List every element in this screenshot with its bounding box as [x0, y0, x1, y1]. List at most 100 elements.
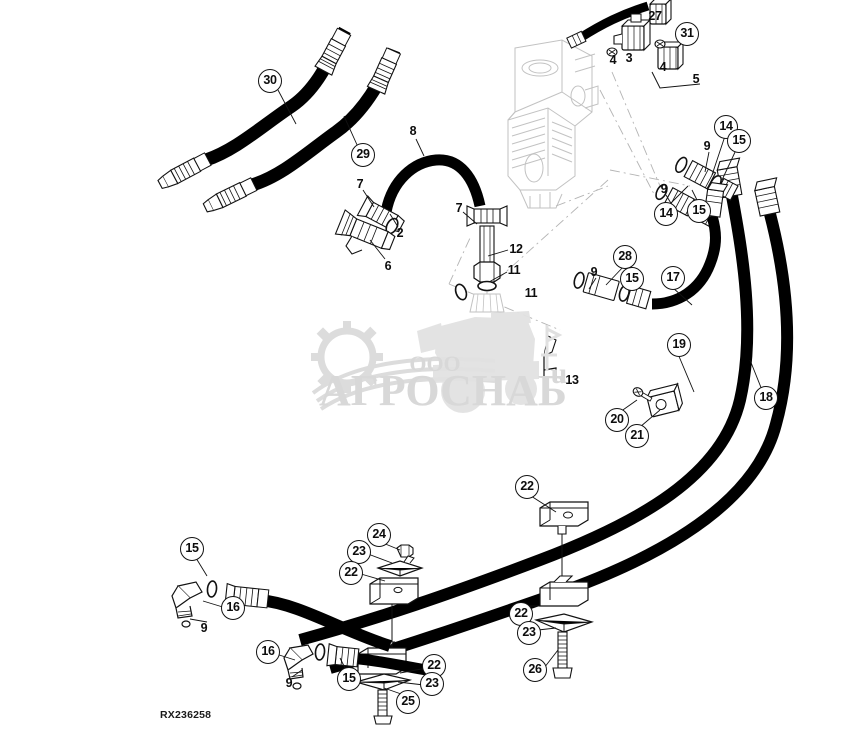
hose-29 — [202, 47, 402, 213]
leader-line — [343, 115, 359, 148]
callout-17[interactable]: 17 — [661, 266, 685, 290]
callout-7[interactable]: 7 — [455, 201, 463, 215]
valve-27 — [648, 0, 672, 26]
callout-4[interactable]: 4 — [659, 60, 667, 74]
callout-16[interactable]: 16 — [256, 640, 280, 664]
callout-9[interactable]: 9 — [590, 265, 598, 279]
bracket-13 — [543, 335, 557, 382]
leader-line — [537, 627, 557, 631]
callout-15[interactable]: 15 — [180, 537, 204, 561]
callout-26[interactable]: 26 — [523, 658, 547, 682]
callout-9[interactable]: 9 — [703, 139, 711, 153]
washer-9-left — [181, 620, 191, 628]
clamp-group-bottom-center-upper — [369, 544, 424, 658]
leader-line — [677, 353, 695, 393]
leader-line — [195, 557, 208, 577]
callout-22[interactable]: 22 — [339, 561, 363, 585]
leader-line — [462, 211, 478, 225]
callout-12[interactable]: 12 — [509, 242, 523, 256]
callout-2[interactable]: 2 — [396, 226, 404, 240]
hose-30 — [157, 26, 352, 190]
leader-line — [711, 135, 726, 176]
callout-21[interactable]: 21 — [625, 424, 649, 448]
callout-11[interactable]: 11 — [524, 286, 538, 300]
callout-22[interactable]: 22 — [515, 475, 539, 499]
oring-11 — [477, 280, 497, 292]
screw-4-right — [654, 39, 666, 49]
leader-line — [415, 138, 425, 157]
callout-15[interactable]: 15 — [727, 129, 751, 153]
callout-9[interactable]: 9 — [285, 676, 293, 690]
part-code-label: RX236258 — [160, 709, 212, 721]
leader-line — [362, 189, 375, 208]
callout-3[interactable]: 3 — [625, 51, 633, 65]
callout-8[interactable]: 8 — [409, 124, 417, 138]
fitting-7-right — [454, 205, 508, 313]
callout-4[interactable]: 4 — [609, 53, 617, 67]
callout-13[interactable]: 13 — [565, 373, 579, 387]
hose-18 — [328, 177, 794, 674]
screw-4-left — [606, 47, 618, 57]
oring-loose — [454, 283, 468, 301]
callout-15[interactable]: 15 — [620, 267, 644, 291]
callout-15[interactable]: 15 — [337, 667, 361, 691]
oring-15-lower — [314, 643, 326, 661]
callout-16[interactable]: 16 — [221, 596, 245, 620]
callout-6[interactable]: 6 — [384, 259, 392, 273]
bolt-25 — [373, 689, 393, 725]
callout-14[interactable]: 14 — [654, 202, 678, 226]
leader-line — [277, 89, 297, 125]
leader-line — [639, 409, 661, 428]
callout-29[interactable]: 29 — [351, 143, 375, 167]
hose-17 — [651, 182, 729, 310]
valve-assembly-3 — [606, 0, 701, 89]
callout-27[interactable]: 27 — [648, 9, 662, 23]
callout-15[interactable]: 15 — [687, 199, 711, 223]
callout-28[interactable]: 28 — [613, 245, 637, 269]
callout-11[interactable]: 11 — [507, 263, 521, 277]
callout-9[interactable]: 9 — [200, 621, 208, 635]
leader-line — [605, 265, 625, 286]
leader-line — [488, 271, 508, 283]
elbow-fitting-6 — [334, 209, 396, 255]
leader-line — [367, 553, 393, 564]
leader-line — [704, 151, 710, 173]
pump-housing-ghost — [507, 39, 599, 209]
clamp-21-assembly — [632, 382, 683, 418]
leader-line — [668, 185, 689, 206]
callout-23[interactable]: 23 — [517, 621, 541, 645]
shaft-12 — [479, 225, 495, 267]
washer-9-lower — [292, 682, 302, 690]
elbow-16-left — [171, 581, 203, 619]
callout-30[interactable]: 30 — [258, 69, 282, 93]
leader-line — [749, 359, 763, 391]
screw-20 — [632, 387, 653, 402]
nut-24 — [396, 544, 414, 558]
hose-1-top — [566, 1, 650, 49]
callout-23[interactable]: 23 — [420, 672, 444, 696]
leader-line — [588, 277, 597, 290]
callout-7[interactable]: 7 — [356, 177, 364, 191]
clamp-group-bottom-right — [534, 501, 594, 679]
callout-31[interactable]: 31 — [675, 22, 699, 46]
callout-25[interactable]: 25 — [396, 690, 420, 714]
leader-line — [487, 249, 509, 257]
oring-15-left — [206, 580, 218, 598]
assembly-center-lines — [448, 71, 691, 331]
callout-20[interactable]: 20 — [605, 408, 629, 432]
callout-18[interactable]: 18 — [754, 386, 778, 410]
callout-19[interactable]: 19 — [667, 333, 691, 357]
callout-5[interactable]: 5 — [692, 72, 700, 86]
callout-24[interactable]: 24 — [367, 523, 391, 547]
fitting-28-assembly — [573, 271, 652, 310]
leader-line — [291, 669, 303, 678]
leader-line — [397, 681, 425, 686]
leader-line — [389, 213, 399, 228]
leader-line — [189, 618, 208, 623]
leader-line — [369, 239, 386, 260]
fitting-7-left — [356, 195, 405, 235]
hose-8 — [380, 154, 486, 214]
callout-9[interactable]: 9 — [660, 182, 668, 196]
